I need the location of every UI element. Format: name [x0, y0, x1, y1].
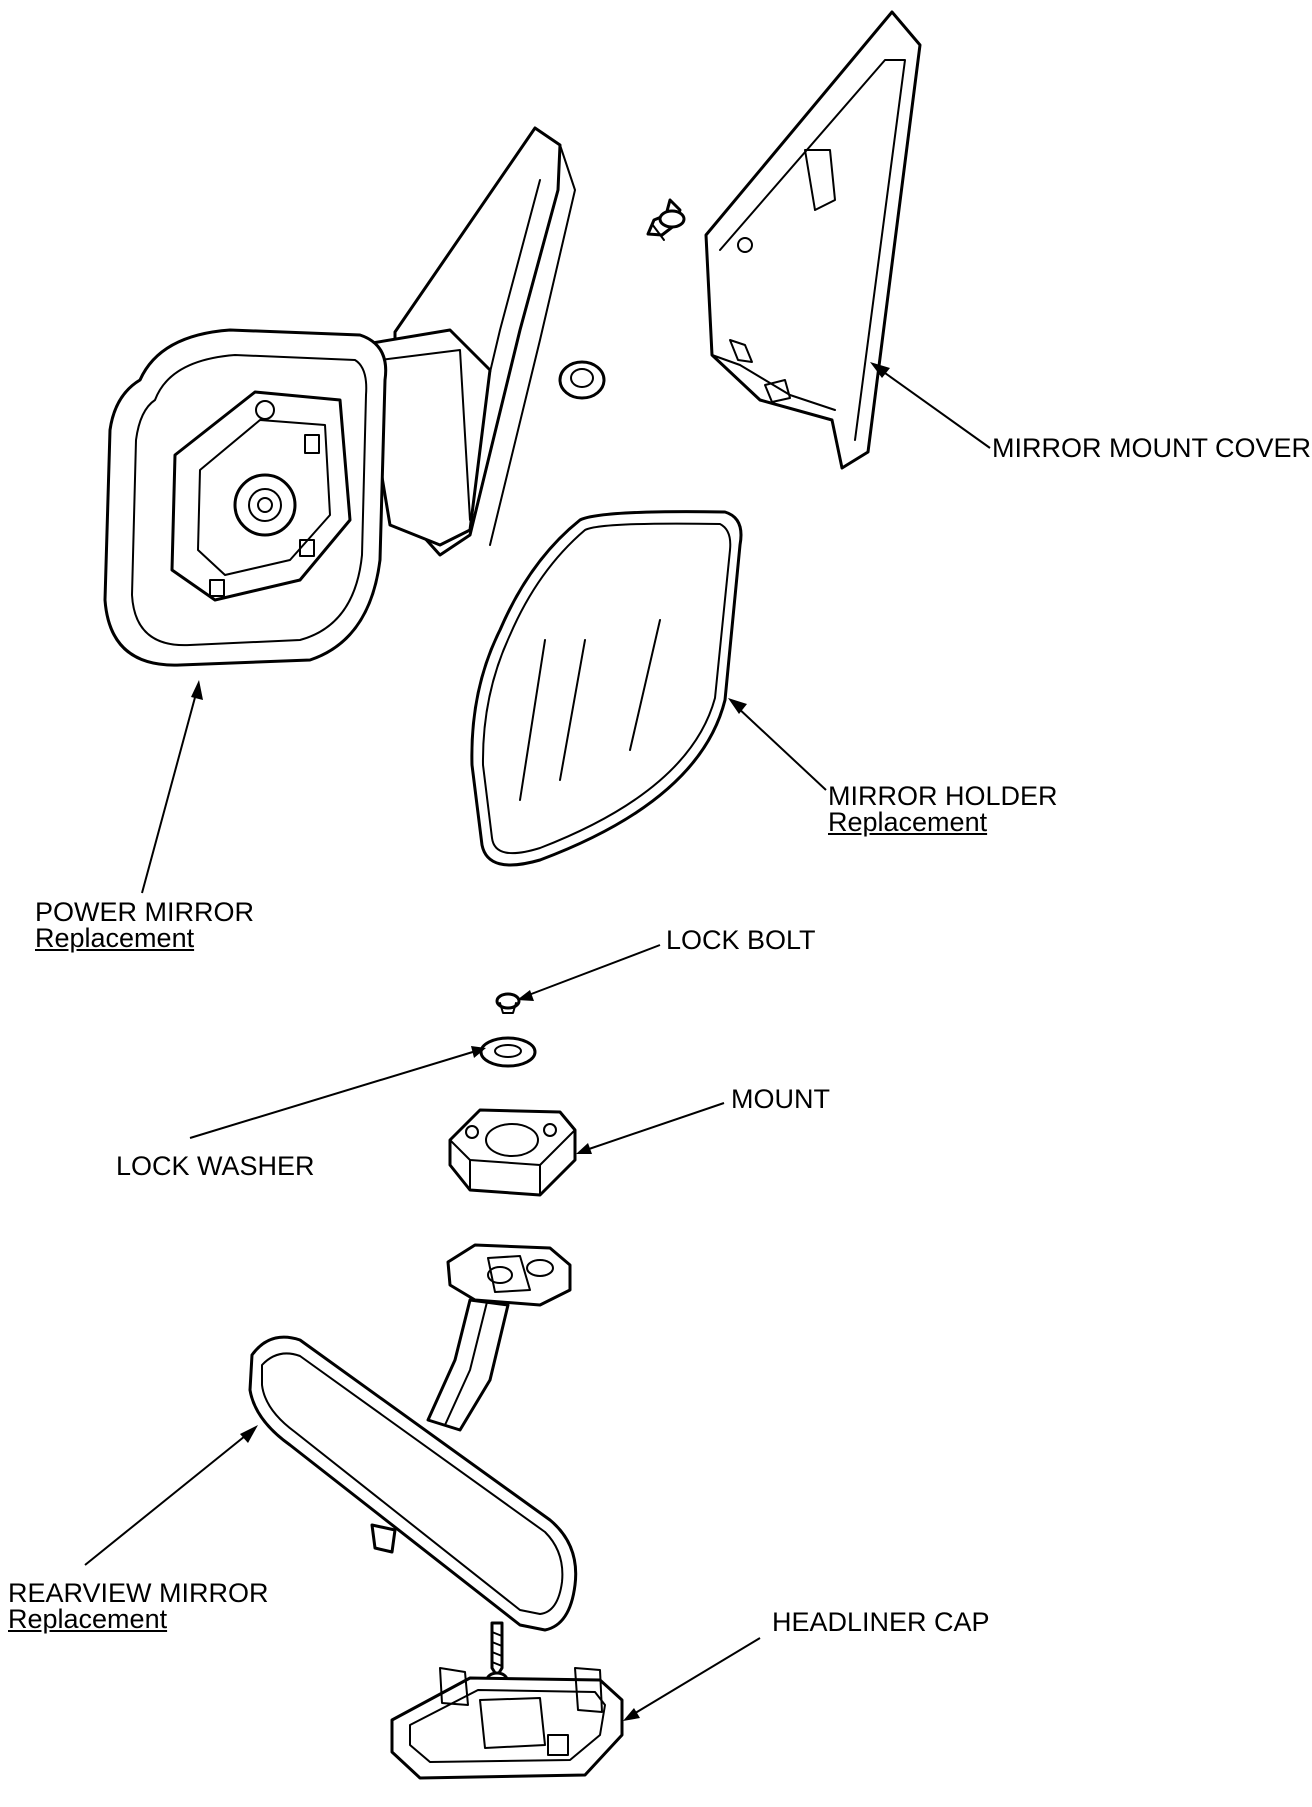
power-mirror-part: [103, 126, 576, 667]
lock-washer-label: LOCK WASHER: [116, 1151, 315, 1181]
leader-lines: [84, 362, 991, 1721]
headliner-cap-label: HEADLINER CAP: [772, 1607, 990, 1637]
mount-part: [448, 1108, 577, 1197]
lock-bolt-part: [495, 992, 521, 1014]
rearview-mirror-replacement-link[interactable]: Replacement: [8, 1604, 168, 1634]
power-mirror-replacement-link[interactable]: Replacement: [35, 923, 195, 953]
mirror-mount-cover-part: [704, 10, 922, 470]
mount-label: MOUNT: [731, 1084, 830, 1114]
lock-bolt-label: LOCK BOLT: [666, 925, 816, 955]
grommet-part: [558, 360, 606, 400]
power-mirror-label: POWER MIRROR: [35, 897, 254, 927]
mirror-holder-part: [470, 510, 743, 867]
clip-part: [646, 198, 686, 241]
lock-washer-part: [479, 1036, 537, 1068]
headliner-cap-part: [390, 1667, 624, 1780]
mirror-mount-cover-label: MIRROR MOUNT COVER: [992, 433, 1312, 463]
mirror-holder-replacement-link[interactable]: Replacement: [828, 807, 988, 837]
mirror-holder-label: MIRROR HOLDER: [828, 781, 1058, 811]
rearview-mirror-part: [248, 1243, 578, 1632]
rearview-mirror-label: REARVIEW MIRROR: [8, 1578, 269, 1608]
